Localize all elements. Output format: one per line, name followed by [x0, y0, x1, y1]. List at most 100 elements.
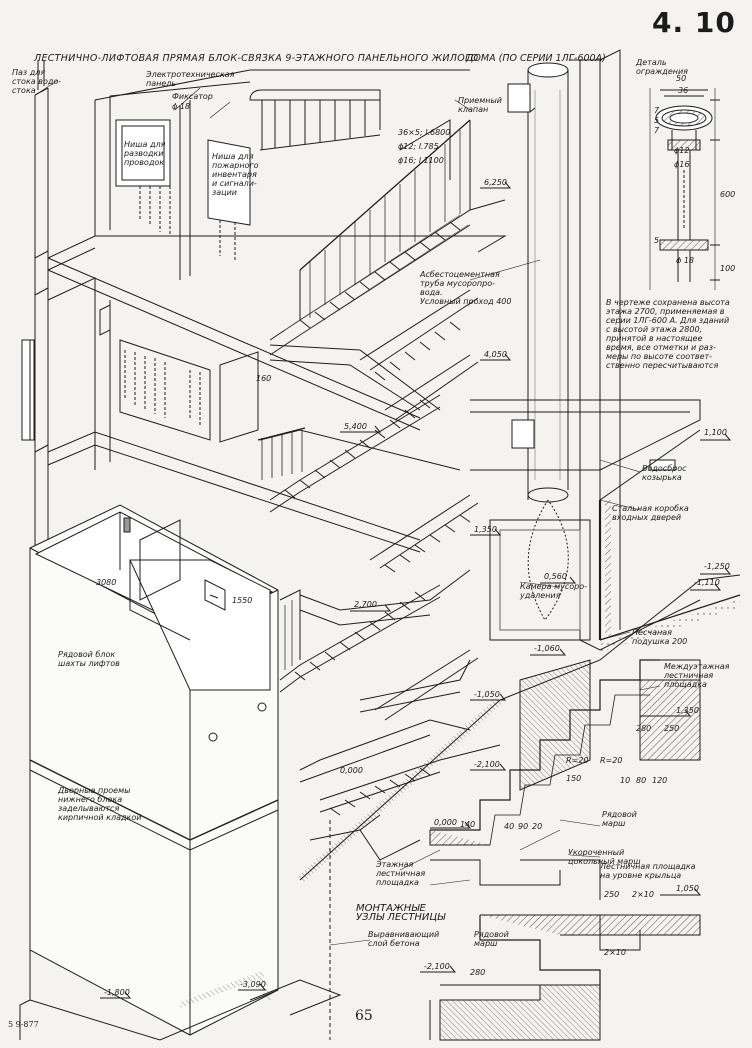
dim-r20b: R=20 — [566, 756, 589, 765]
page-number: 65 — [355, 1008, 373, 1024]
dim-160: 160 — [256, 374, 272, 383]
mount-detail-section — [329, 659, 701, 1041]
ground-section — [297, 519, 742, 883]
dim-2x10: 2×10 — [632, 890, 654, 899]
dim-100: 100 — [720, 264, 736, 273]
elev-6250: 6,250 — [484, 178, 507, 187]
label-garbage-chamber: Камера мусоро- удаления — [520, 582, 587, 600]
label-row-march-1: Рядовой марш — [602, 810, 637, 828]
label-asbestos-pipe: Асбестоцементная труба мусоропро- вода. … — [420, 270, 512, 306]
label-electro-panel: Электротехническая панель — [146, 70, 235, 88]
dim-20: 20 — [532, 822, 543, 831]
label-shortened-march: Укороченный цокольный марш — [568, 848, 641, 866]
label-floor-landing: Этажная лестничная площадка — [376, 860, 426, 887]
upper-floor-slab — [47, 69, 507, 431]
elev-minus-2100b: -2,100 — [424, 962, 450, 971]
dim-block-3080: 3080 — [96, 578, 117, 587]
elev-0000: 0,000 — [434, 818, 457, 827]
elev-2700: 2,700 — [354, 600, 377, 609]
dim-90: 90 — [518, 822, 529, 831]
stair-flight-fifth — [279, 584, 479, 721]
elevation-markers — [100, 181, 732, 999]
dim-600: 600 — [720, 190, 736, 199]
print-code: 5 9-877 — [8, 1020, 39, 1029]
left-wall — [21, 60, 49, 600]
elev-5400: 5,400 — [344, 422, 367, 431]
elev-minus-1800: -1,800 — [104, 988, 130, 997]
label-porch-landing: Лестничная площадка на уровне крыльца — [600, 862, 696, 880]
dim-rail-2: ϕ12; l.785 — [398, 142, 439, 151]
stair-flight-top — [269, 119, 506, 356]
label-fixator: Фиксатор — [172, 92, 213, 101]
dim-r20: R=20 — [600, 756, 623, 765]
dim-16: ϕ16 — [674, 160, 690, 169]
dim-2x10b: 2×10 — [604, 948, 626, 957]
garbage-chute-pipe — [507, 62, 569, 621]
elev-1100: 1,100 — [704, 428, 727, 437]
label-niche-fire: Ниша для пожарного инвентаря и сигнали- … — [212, 152, 259, 197]
fence-detail — [649, 88, 720, 290]
dim-40: 40 — [504, 822, 515, 831]
label-sand-cushion: Песчаная подушка 200 — [632, 628, 688, 646]
label-gas-stack: Паз для стока водо- стока — [12, 68, 62, 95]
elev-0000b: 0,000 — [340, 766, 363, 775]
dim-7: 7 — [654, 106, 660, 115]
dim-10a: 10 — [620, 776, 631, 785]
dim-150: 150 — [566, 774, 582, 783]
dim-rail-1: 36×5; l.6800 — [398, 128, 451, 137]
label-fixator-dia: ϕ 18 — [172, 102, 190, 111]
label-row-block: Рядовой блок шахты лифтов — [58, 650, 120, 668]
dim-50: 50 — [676, 74, 687, 83]
elev-minus-1250: -1,250 — [704, 562, 730, 571]
sheet-title: ЛЕСТНИЧНО-ЛИФТОВАЯ ПРЯМАЯ БЛОК-СВЯЗКА 9-… — [34, 53, 479, 64]
dim-140: 140 — [460, 820, 476, 829]
label-niche-wiring: Ниша для разводки проводок — [124, 140, 166, 167]
dim-block-1550: 1550 — [232, 596, 253, 605]
label-height-note: В чертеже сохранена высота этажа 2700, п… — [606, 298, 730, 370]
elev-1350b: 1,350 — [676, 706, 699, 715]
label-fence-detail: Деталь ограждения — [636, 58, 688, 76]
stair-flight-second — [269, 289, 479, 421]
dim-rail-3: ϕ16; l.1100 — [398, 156, 444, 165]
label-door-openings: Дверные проемы нижнего блока заделываютс… — [58, 786, 142, 822]
label-leveling-layer: Выравнивающий слой бетона — [368, 930, 440, 948]
right-column — [570, 49, 621, 640]
dim-80: 80 — [636, 776, 647, 785]
label-water-drop: Водосброс козырька — [642, 464, 687, 482]
elev-minus-1110: -1,110 — [694, 578, 720, 587]
label-mount-nodes: МОНТАЖНЫЕ УЗЛЫ ЛЕСТНИЦЫ — [356, 903, 446, 923]
dim-5b: 5 — [654, 116, 660, 125]
lift-shaft-base — [19, 950, 342, 1041]
dim-280: 280 — [636, 724, 652, 733]
dim-7b: 7 — [654, 126, 660, 135]
dim-18: ϕ 18 — [676, 256, 694, 265]
dim-280b: 280 — [470, 968, 486, 977]
dim-250: 250 — [664, 724, 680, 733]
dim-250b: 250 — [604, 890, 620, 899]
label-interfloor-landing: Междуэтажная лестничная площадка — [664, 662, 730, 689]
middle-floor — [47, 277, 421, 553]
sheet-title-tail: ДОМА (ПО СЕРИИ 1ЛГ-600А) — [466, 53, 606, 64]
label-steel-box: Стальная коробка входных дверей — [612, 504, 689, 522]
stair-flight-fourth — [299, 494, 479, 626]
elev-minus-3090: -3,090 — [240, 980, 266, 989]
elev-0560: 0,560 — [544, 572, 567, 581]
label-row-march-2: Рядовой марш — [474, 930, 509, 948]
entrance-canopy — [470, 399, 701, 501]
lift-shaft-block — [29, 504, 279, 1036]
leader-lines — [39, 79, 661, 946]
dim-36: 36 — [678, 86, 689, 95]
elev-minus-2100: -2,100 — [474, 760, 500, 769]
dim-5: 5 — [654, 236, 660, 245]
dim-120: 120 — [652, 776, 668, 785]
stair-flight-third — [257, 394, 461, 513]
dim-12: ϕ12 — [674, 146, 690, 155]
elev-4050: 4,050 — [484, 350, 507, 359]
top-railing — [249, 89, 451, 180]
label-receiving-valve: Приемный клапан — [458, 96, 502, 114]
elev-1350: 1,350 — [474, 525, 497, 534]
sheet-number: 4. 10 — [652, 6, 736, 39]
elev-minus-1060: -1,060 — [534, 644, 560, 653]
